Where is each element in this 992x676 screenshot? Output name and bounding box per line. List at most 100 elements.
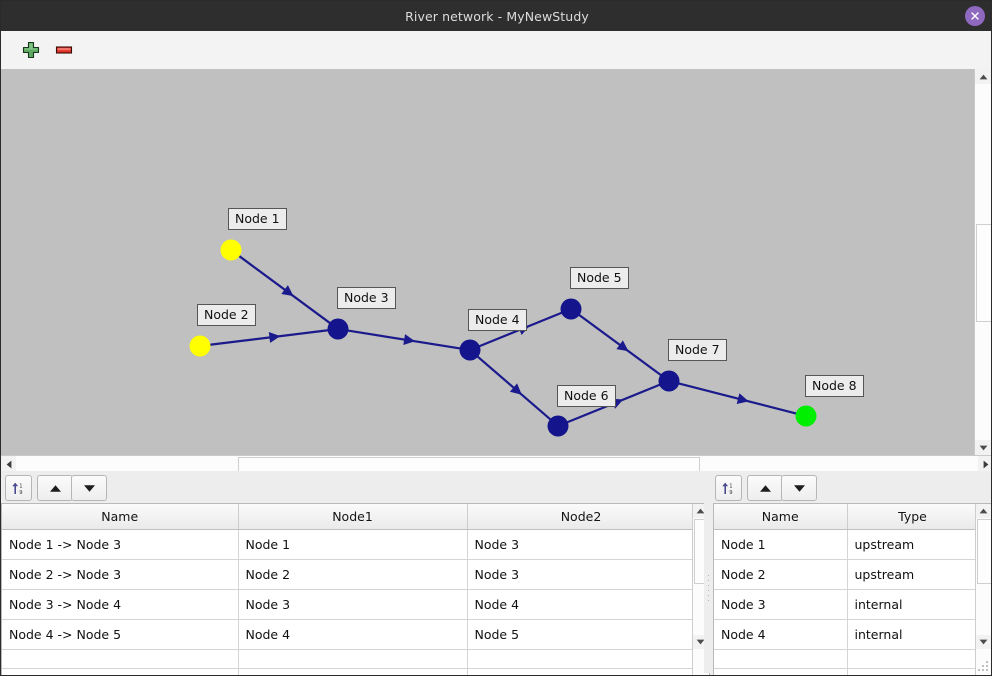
graph-scroll-right-button[interactable] bbox=[978, 456, 991, 472]
graph-edge[interactable] bbox=[678, 382, 797, 415]
graph-vertical-scroll-thumb[interactable] bbox=[976, 224, 991, 322]
table-cell[interactable]: Node 3 bbox=[238, 589, 468, 620]
arrow-up-icon bbox=[759, 484, 771, 492]
graph-node-label-node-1[interactable]: Node 1 bbox=[228, 208, 287, 230]
graph-node-label-node-8[interactable]: Node 8 bbox=[805, 375, 864, 397]
column-header[interactable]: Name bbox=[714, 504, 848, 530]
table-cell-empty[interactable] bbox=[714, 668, 848, 675]
remove-node-button[interactable] bbox=[51, 37, 77, 63]
graph-edge[interactable] bbox=[238, 255, 331, 324]
table-cell[interactable]: Node 2 -> Node 3 bbox=[2, 559, 239, 590]
graph-node-label-node-3[interactable]: Node 3 bbox=[337, 287, 396, 309]
graph-node-node-7[interactable] bbox=[658, 370, 680, 392]
table-cell[interactable]: Node 2 bbox=[714, 559, 848, 590]
vertical-splitter[interactable] bbox=[704, 503, 714, 673]
table-cell-empty[interactable] bbox=[238, 649, 468, 669]
graph-edge[interactable] bbox=[209, 329, 329, 346]
column-header[interactable]: Node2 bbox=[467, 504, 696, 530]
graph-horizontal-scrollbar[interactable] bbox=[1, 455, 991, 473]
column-header[interactable]: Node1 bbox=[238, 504, 468, 530]
table-cell[interactable]: internal bbox=[847, 619, 979, 650]
branch-move-up-button[interactable] bbox=[37, 475, 73, 501]
graph-node-node-3[interactable] bbox=[327, 318, 349, 340]
table-cell[interactable]: Node 1 bbox=[714, 529, 848, 560]
close-button[interactable] bbox=[965, 6, 985, 26]
table-cell[interactable]: Node 1 -> Node 3 bbox=[2, 529, 239, 560]
branch-sort-button[interactable]: 1 9 bbox=[5, 475, 32, 501]
graph-scroll-left-button[interactable] bbox=[1, 456, 16, 472]
table-cell-empty[interactable] bbox=[467, 668, 696, 675]
table-cell[interactable]: Node 2 bbox=[238, 559, 468, 590]
graph-node-label-node-4[interactable]: Node 4 bbox=[468, 309, 527, 331]
table-cell-empty[interactable] bbox=[714, 649, 848, 669]
graph-scroll-up-button[interactable] bbox=[975, 69, 991, 84]
table-cell[interactable]: Node 5 bbox=[467, 619, 696, 650]
table-cell-empty[interactable] bbox=[238, 668, 468, 675]
graph-node-node-2[interactable] bbox=[189, 335, 211, 357]
branch-move-down-button[interactable] bbox=[71, 475, 107, 501]
table-row-empty[interactable] bbox=[2, 668, 696, 675]
table-cell-empty[interactable] bbox=[2, 668, 239, 675]
table-row-empty[interactable] bbox=[714, 649, 979, 669]
graph-edge[interactable] bbox=[347, 329, 461, 350]
table-cell[interactable]: Node 4 bbox=[714, 619, 848, 650]
graph-node-node-5[interactable] bbox=[560, 298, 582, 320]
graph-scroll-down-button[interactable] bbox=[975, 440, 991, 455]
node-scroll-thumb[interactable] bbox=[977, 519, 991, 584]
sort-ascending-icon: 1 9 bbox=[722, 482, 733, 496]
table-cell[interactable]: Node 1 bbox=[238, 529, 468, 560]
graph-vertical-scrollbar[interactable] bbox=[974, 69, 991, 455]
column-header[interactable]: Name bbox=[2, 504, 239, 530]
table-cell[interactable]: Node 3 bbox=[467, 559, 696, 590]
table-row-empty[interactable] bbox=[2, 649, 696, 669]
table-cell[interactable]: Node 4 bbox=[467, 589, 696, 620]
table-cell[interactable]: upstream bbox=[847, 529, 979, 560]
graph-node-label-node-7[interactable]: Node 7 bbox=[668, 339, 727, 361]
graph-node-label-node-6[interactable]: Node 6 bbox=[557, 385, 616, 407]
table-cell[interactable]: Node 4 -> Node 5 bbox=[2, 619, 239, 650]
add-node-button[interactable] bbox=[18, 37, 44, 63]
table-cell[interactable]: internal bbox=[847, 589, 979, 620]
table-cell[interactable]: Node 3 bbox=[467, 529, 696, 560]
table-row-empty[interactable] bbox=[714, 668, 979, 675]
table-cell-empty[interactable] bbox=[2, 649, 239, 669]
table-cell-empty[interactable] bbox=[847, 649, 979, 669]
table-cell[interactable]: Node 3 bbox=[714, 589, 848, 620]
table-cell[interactable]: upstream bbox=[847, 559, 979, 590]
table-cell-empty[interactable] bbox=[847, 668, 979, 675]
table-cell[interactable]: Node 4 bbox=[238, 619, 468, 650]
graph-node-node-6[interactable] bbox=[547, 415, 569, 437]
node-move-up-button[interactable] bbox=[747, 475, 783, 501]
graph-node-node-4[interactable] bbox=[459, 339, 481, 361]
graph-node-node-8[interactable] bbox=[795, 405, 817, 427]
node-scroll-up-button[interactable] bbox=[976, 504, 991, 518]
window-resize-grip[interactable] bbox=[976, 659, 990, 673]
node-table-scrollbar[interactable] bbox=[975, 504, 991, 675]
node-move-down-button[interactable] bbox=[781, 475, 817, 501]
table-cell-empty[interactable] bbox=[467, 649, 696, 669]
network-graph-canvas[interactable] bbox=[1, 69, 979, 455]
graph-node-label-node-2[interactable]: Node 2 bbox=[197, 304, 256, 326]
graph-node-node-1[interactable] bbox=[220, 239, 242, 261]
table-cell[interactable]: Node 3 -> Node 4 bbox=[2, 589, 239, 620]
node-scroll-down-button[interactable] bbox=[976, 635, 991, 649]
node-sort-button[interactable]: 1 9 bbox=[715, 475, 742, 501]
network-graph-panel[interactable]: Node 1 Node 2 Node 3 Node 4 Node 5 Node 6 Node… bbox=[1, 69, 991, 471]
column-header[interactable]: Type bbox=[847, 504, 979, 530]
graph-node-label-node-5[interactable]: Node 5 bbox=[570, 267, 629, 289]
toolbar-drag-handle[interactable] bbox=[4, 38, 9, 62]
